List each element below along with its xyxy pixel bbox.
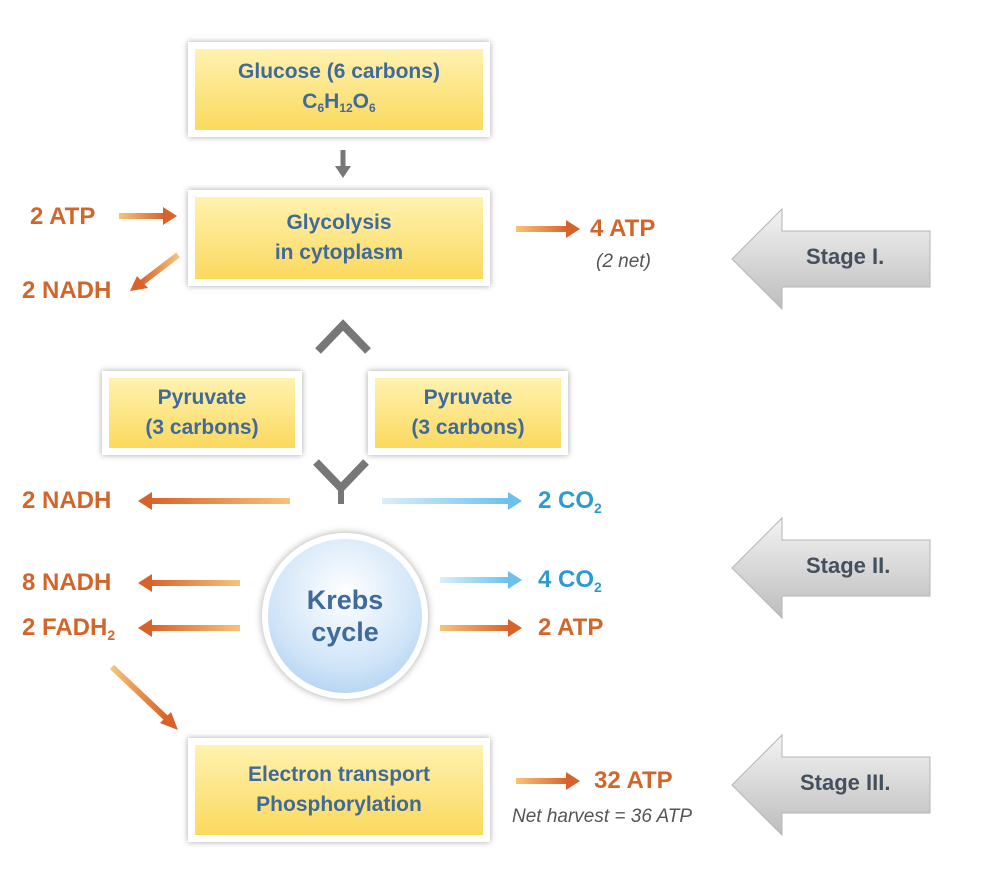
arrow-atp-glycolysis bbox=[516, 220, 580, 238]
arrow-nadh-pyruvate bbox=[138, 492, 290, 510]
krebs-label: Krebs bbox=[306, 585, 384, 615]
pyruvate-left-label: Pyruvate bbox=[157, 386, 247, 409]
glycolysis-box: Glycolysis in cytoplasm bbox=[188, 190, 490, 286]
pyruvate-left-carbons: (3 carbons) bbox=[145, 416, 259, 439]
net-harvest-note: Net harvest = 36 ATP bbox=[512, 806, 693, 827]
split-chevron bbox=[315, 319, 371, 354]
nadh-krebs-label: 8 NADH bbox=[22, 569, 112, 596]
arrow-to-electron-transport bbox=[109, 664, 178, 730]
stage-3-label: Stage III. bbox=[800, 770, 891, 795]
stage-arrow-2 bbox=[731, 516, 931, 620]
pyruvate-right-carbons: (3 carbons) bbox=[411, 416, 525, 439]
down-arrow-glucose bbox=[335, 150, 351, 178]
atp-etc-label: 32 ATP bbox=[594, 767, 673, 794]
krebs-cycle-circle: Krebs cycle bbox=[262, 533, 428, 699]
atp-net-note: (2 net) bbox=[596, 251, 651, 272]
arrow-co2-pyruvate bbox=[382, 492, 522, 510]
glycolysis-label: Glycolysis bbox=[286, 211, 392, 234]
glucose-box: Glucose (6 carbons) C6H12O6 bbox=[188, 42, 490, 137]
stage-arrow-1 bbox=[731, 207, 931, 311]
glucose-label: Glucose (6 carbons) bbox=[238, 59, 440, 83]
merge-chevron bbox=[313, 459, 369, 504]
arrow-atp-krebs bbox=[440, 619, 522, 637]
co2-pyruvate-label: 2 CO2 bbox=[538, 487, 602, 516]
electron-transport-box: Electron transport Phosphorylation bbox=[188, 738, 490, 842]
stage-1-label: Stage I. bbox=[806, 244, 885, 269]
arrow-fadh-krebs bbox=[138, 619, 240, 637]
phosphorylation-label: Phosphorylation bbox=[256, 793, 422, 816]
arrow-atp-in bbox=[119, 207, 177, 225]
pyruvate-right-label: Pyruvate bbox=[423, 386, 513, 409]
stage-2-label: Stage II. bbox=[806, 553, 891, 578]
co2-krebs-label: 4 CO2 bbox=[538, 566, 602, 595]
atp-in-label: 2 ATP bbox=[30, 203, 96, 230]
pyruvate-left-box: Pyruvate (3 carbons) bbox=[102, 371, 302, 455]
atp-glycolysis-label: 4 ATP bbox=[590, 215, 656, 242]
pyruvate-right-box: Pyruvate (3 carbons) bbox=[368, 371, 568, 455]
cycle-label: cycle bbox=[311, 617, 379, 647]
stage-arrow-3 bbox=[731, 733, 931, 837]
arrow-nadh-glycolysis bbox=[130, 252, 180, 291]
atp-krebs-label: 2 ATP bbox=[538, 614, 604, 641]
glucose-formula: C6H12O6 bbox=[302, 89, 376, 115]
glycolysis-location: in cytoplasm bbox=[274, 241, 404, 264]
electron-transport-label: Electron transport bbox=[247, 763, 431, 786]
arrow-atp-etc bbox=[516, 772, 580, 790]
nadh-pyruvate-label: 2 NADH bbox=[22, 487, 112, 514]
arrow-nadh-krebs bbox=[138, 574, 240, 592]
arrow-co2-krebs bbox=[440, 571, 522, 589]
nadh-glycolysis-label: 2 NADH bbox=[22, 277, 112, 304]
fadh-krebs-label: 2 FADH2 bbox=[22, 614, 116, 643]
